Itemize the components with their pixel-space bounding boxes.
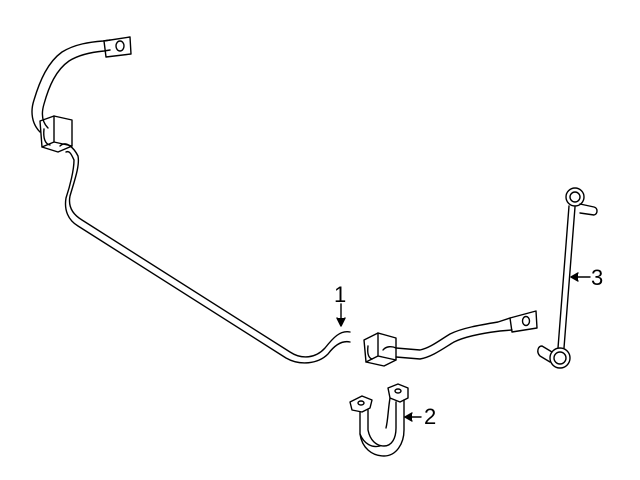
- callout-3: 3: [591, 265, 604, 290]
- bushing: [349, 383, 409, 457]
- stabilizer-link: [537, 187, 598, 369]
- leader-lines: [336, 272, 591, 422]
- stabilizer-bar: [31, 36, 538, 367]
- callout-1: 1: [334, 282, 347, 307]
- callout-2: 2: [424, 404, 437, 429]
